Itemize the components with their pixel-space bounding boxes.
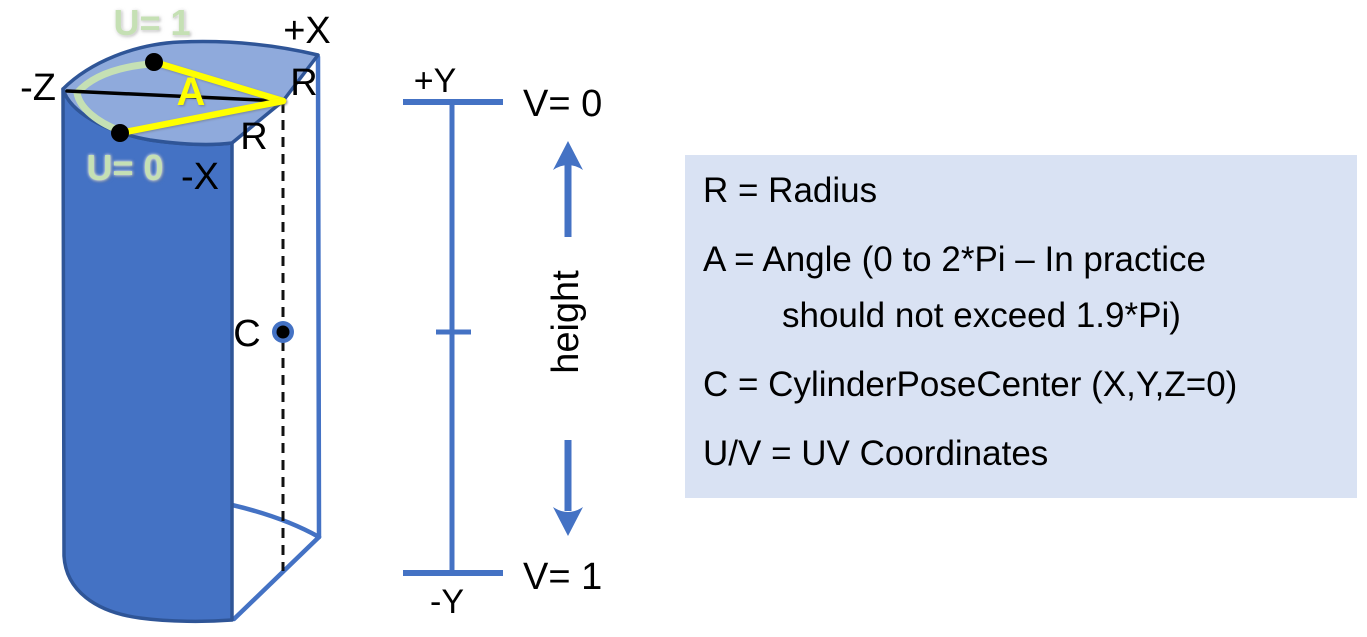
u0-label: U= 0 [86,147,163,188]
cylinder-bottom-cut-edge [231,534,322,622]
radius-lower-label: R [240,116,267,158]
v0-label: V= 0 [523,83,602,125]
cylinder-uv-diagram: U= 1 +X -Z R A R U= 0 -X C +Y -Y V= 0 V=… [20,2,602,624]
cylinder-right-edge [315,54,322,540]
z-diameter-line [65,89,284,103]
height-axis-label: height [545,270,587,374]
down-arrow-head-icon [553,507,583,536]
angle-label: A [177,70,206,114]
legend-line-center: C = CylinderPoseCenter (X,Y,Z=0) [703,365,1238,404]
legend-line-uv: U/V = UV Coordinates [703,434,1049,473]
legend-line-radius: R = Radius [703,171,878,210]
angle-radius-u1-line [150,58,287,105]
angle-radius-u0-line [116,97,287,137]
plus-x-label: +X [283,10,331,52]
plus-y-label: +Y [414,62,457,100]
legend-line-angle-continued: should not exceed 1.9*Pi) [782,296,1181,335]
radius-upper-label: R [290,62,317,104]
minus-z-label: -Z [20,67,56,109]
center-point-dot [276,325,290,339]
v1-label: V= 1 [523,556,602,598]
u1-label: U= 1 [113,2,190,43]
minus-x-label: -X [181,156,219,198]
center-label: C [233,313,260,355]
u0-point-dot [111,124,129,142]
cylinder-interior-bottom-arc [229,502,322,540]
u1-point-dot [145,53,163,71]
legend-line-angle: A = Angle (0 to 2*Pi – In practice [703,240,1206,279]
minus-y-label: -Y [430,583,464,621]
up-arrow-head-icon [553,141,583,170]
legend-box: R = Radius A = Angle (0 to 2*Pi – In pra… [685,155,1357,498]
